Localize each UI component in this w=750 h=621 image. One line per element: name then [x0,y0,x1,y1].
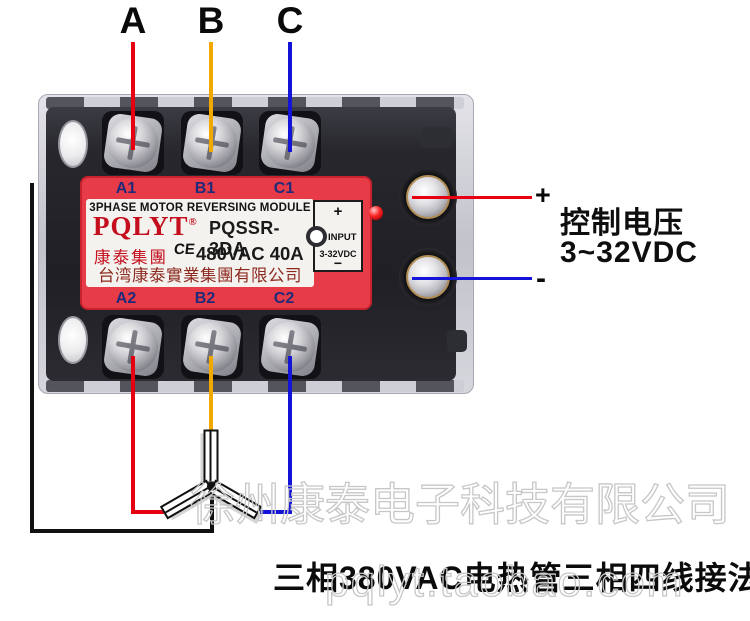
wire-phase-a-top [131,42,135,150]
label-heading: 3PHASE MOTOR REVERSING MODULE [89,202,311,214]
ce-mark-icon: CE [173,241,196,258]
control-voltage-title: 控制电压 [560,207,684,240]
caption-wiring-title: 三相380VAC电热管三相四线接法 [273,560,750,596]
control-plus-sign: + [535,180,551,210]
brand-chinese: 康泰集團 [94,248,168,267]
wire-control-plus [412,196,532,199]
terminal-b2 [181,315,243,379]
wire-phase-c-top [288,42,292,152]
control-minus-sign: - [536,262,546,295]
input-spec-box: + INPUT 3-32VDC − [306,200,363,272]
terminal-label-c1: C1 [273,180,295,197]
mounting-notch-top-right [421,127,452,148]
terminal-label-a2: A2 [115,290,137,307]
neutral-wire-vertical [30,183,34,533]
star-point-junction [207,482,216,491]
registered-mark: ® [188,216,198,228]
wire-phase-a-elbow [131,510,169,514]
brand-logo: PQLYT® [93,211,198,242]
terminal-label-b2: B2 [194,290,216,307]
company-name: 台湾康泰實業集團有限公司 [98,266,302,285]
model-number: PQSSR-3DA [209,218,280,259]
label-hole-icon [306,226,327,247]
label-panel: 3PHASE MOTOR REVERSING MODULE PQLYT® PQS… [86,199,314,287]
wire-phase-b-top [209,42,213,152]
terminal-label-a1: A1 [115,180,137,197]
wire-phase-a-bottom [131,356,135,514]
terminal-label-c2: C2 [273,290,295,307]
wire-phase-c-elbow [260,510,292,514]
phase-label-b: B [197,0,225,41]
watermark-shop-url: pqlyt.taobao.com [324,557,685,606]
terminal-label-b1: B1 [194,180,216,197]
input-label: INPUT [328,232,357,243]
wire-phase-c-bottom [288,356,292,514]
input-plus-sign: + [333,203,343,220]
watermark-company: 徐州康泰电子科技有限公司 [189,478,731,530]
relay-top-ridge [46,97,464,109]
mounting-slot-top-left [58,120,88,168]
led-indicator [369,206,383,220]
phase-label-a: A [119,0,147,41]
neutral-wire-stub [210,486,214,533]
product-label: A1 B1 C1 3PHASE MOTOR REVERSING MODULE P… [80,176,372,310]
control-voltage-range: 3~32VDC [560,236,698,269]
mounting-slot-bottom-left [58,316,88,364]
wire-control-minus [412,277,532,280]
input-minus-sign: − [333,255,343,271]
voltage-current-rating: 480VAC 40A [196,243,304,264]
mounting-notch-bottom-right [447,330,467,352]
neutral-wire-horizontal [30,529,214,533]
relay-bottom-ridge [46,380,464,392]
brand-text: PQLYT [93,211,189,241]
input-voltage-range: 3-32VDC [319,249,357,259]
wire-phase-b-bottom [209,356,213,436]
phase-label-c: C [276,0,304,41]
